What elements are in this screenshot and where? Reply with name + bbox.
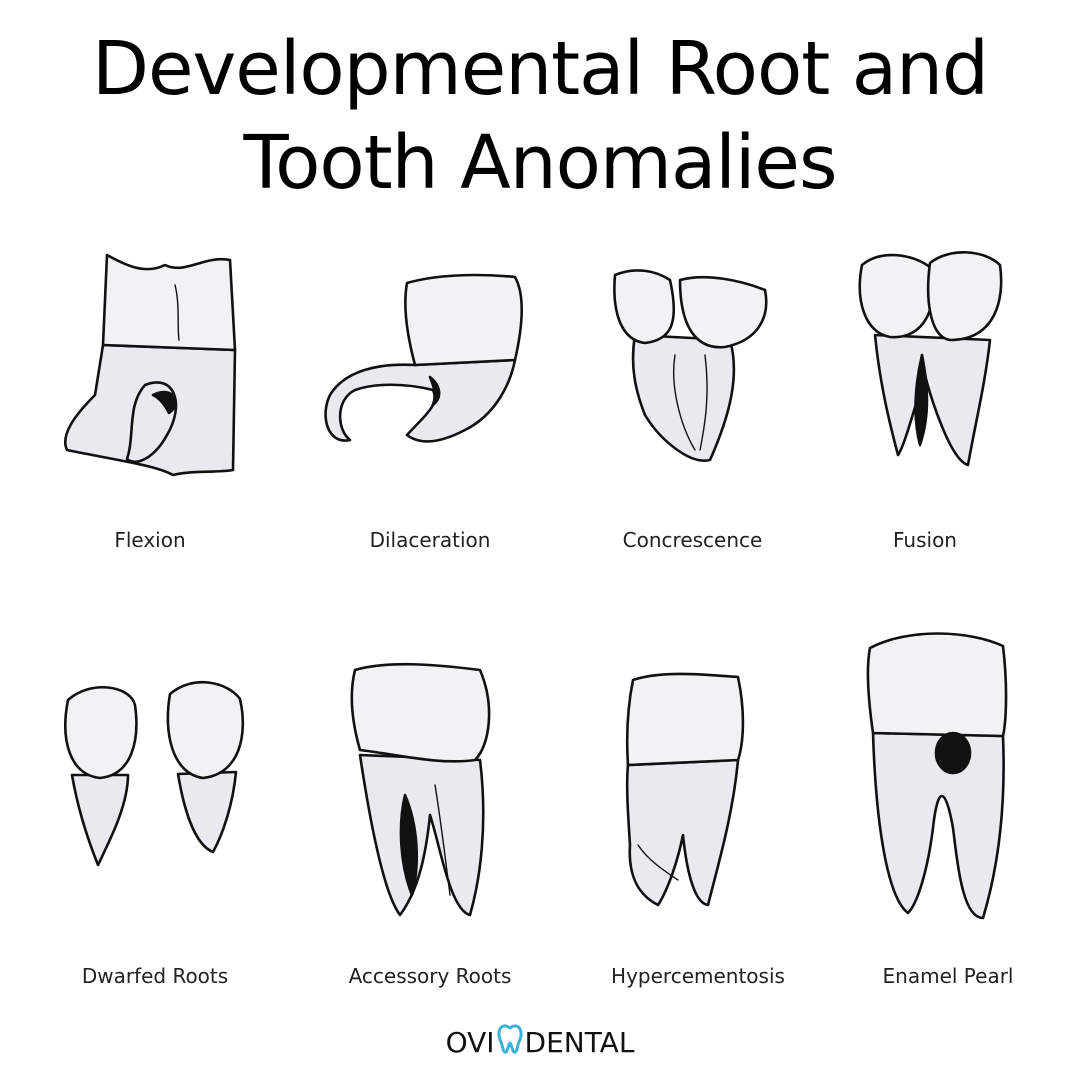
dilaceration-label: Dilaceration: [369, 528, 491, 552]
flexion-label: Flexion: [114, 528, 186, 552]
page-title-line-2: Tooth Anomalies: [243, 120, 837, 206]
fusion-label: Fusion: [893, 528, 957, 552]
dwarfed-roots-label: Dwarfed Roots: [81, 964, 229, 988]
enamel-pearl-tooth-illustration: [866, 632, 1008, 920]
fusion-tooth-illustration: [858, 251, 1003, 467]
anomaly-flexion: Flexion: [55, 245, 245, 555]
anomaly-fusion: Fusion: [850, 245, 1003, 555]
anomaly-dilaceration: Dilaceration: [315, 265, 545, 555]
anomaly-enamel-pearl: Enamel Pearl: [858, 628, 1038, 990]
hypercementosis-label: Hypercementosis: [611, 964, 785, 988]
flexion-tooth-illustration: [64, 253, 237, 477]
dwarfed-roots-tooth-illustration-left: [64, 686, 138, 867]
hypercementosis-tooth-illustration: [625, 672, 745, 907]
brand-logo-left: OVI: [445, 1025, 495, 1059]
dilaceration-tooth-illustration: [324, 273, 524, 443]
enamel-pearl-label: Enamel Pearl: [882, 964, 1014, 988]
anomaly-accessory-roots: Accessory Roots: [330, 655, 530, 990]
anomaly-concrescence: Concrescence: [600, 265, 785, 555]
concrescence-label: Concrescence: [622, 528, 763, 552]
brand-logo: OVI DENTAL: [440, 1020, 640, 1064]
enamel-pearl-nodule: [934, 731, 972, 775]
accessory-roots-label: Accessory Roots: [348, 964, 512, 988]
accessory-roots-tooth-illustration: [350, 662, 491, 917]
brand-logo-right: DENTAL: [524, 1025, 635, 1059]
anomaly-hypercementosis: Hypercementosis: [598, 665, 798, 990]
dwarfed-roots-tooth-illustration-right: [166, 680, 245, 854]
concrescence-tooth-illustration: [613, 269, 768, 462]
anomaly-dwarfed-roots: Dwarfed Roots: [60, 680, 250, 990]
tooth-icon: [496, 1023, 523, 1062]
page-title: Developmental Root and Tooth Anomalies: [0, 22, 1080, 210]
page-title-line-1: Developmental Root and: [92, 26, 989, 112]
